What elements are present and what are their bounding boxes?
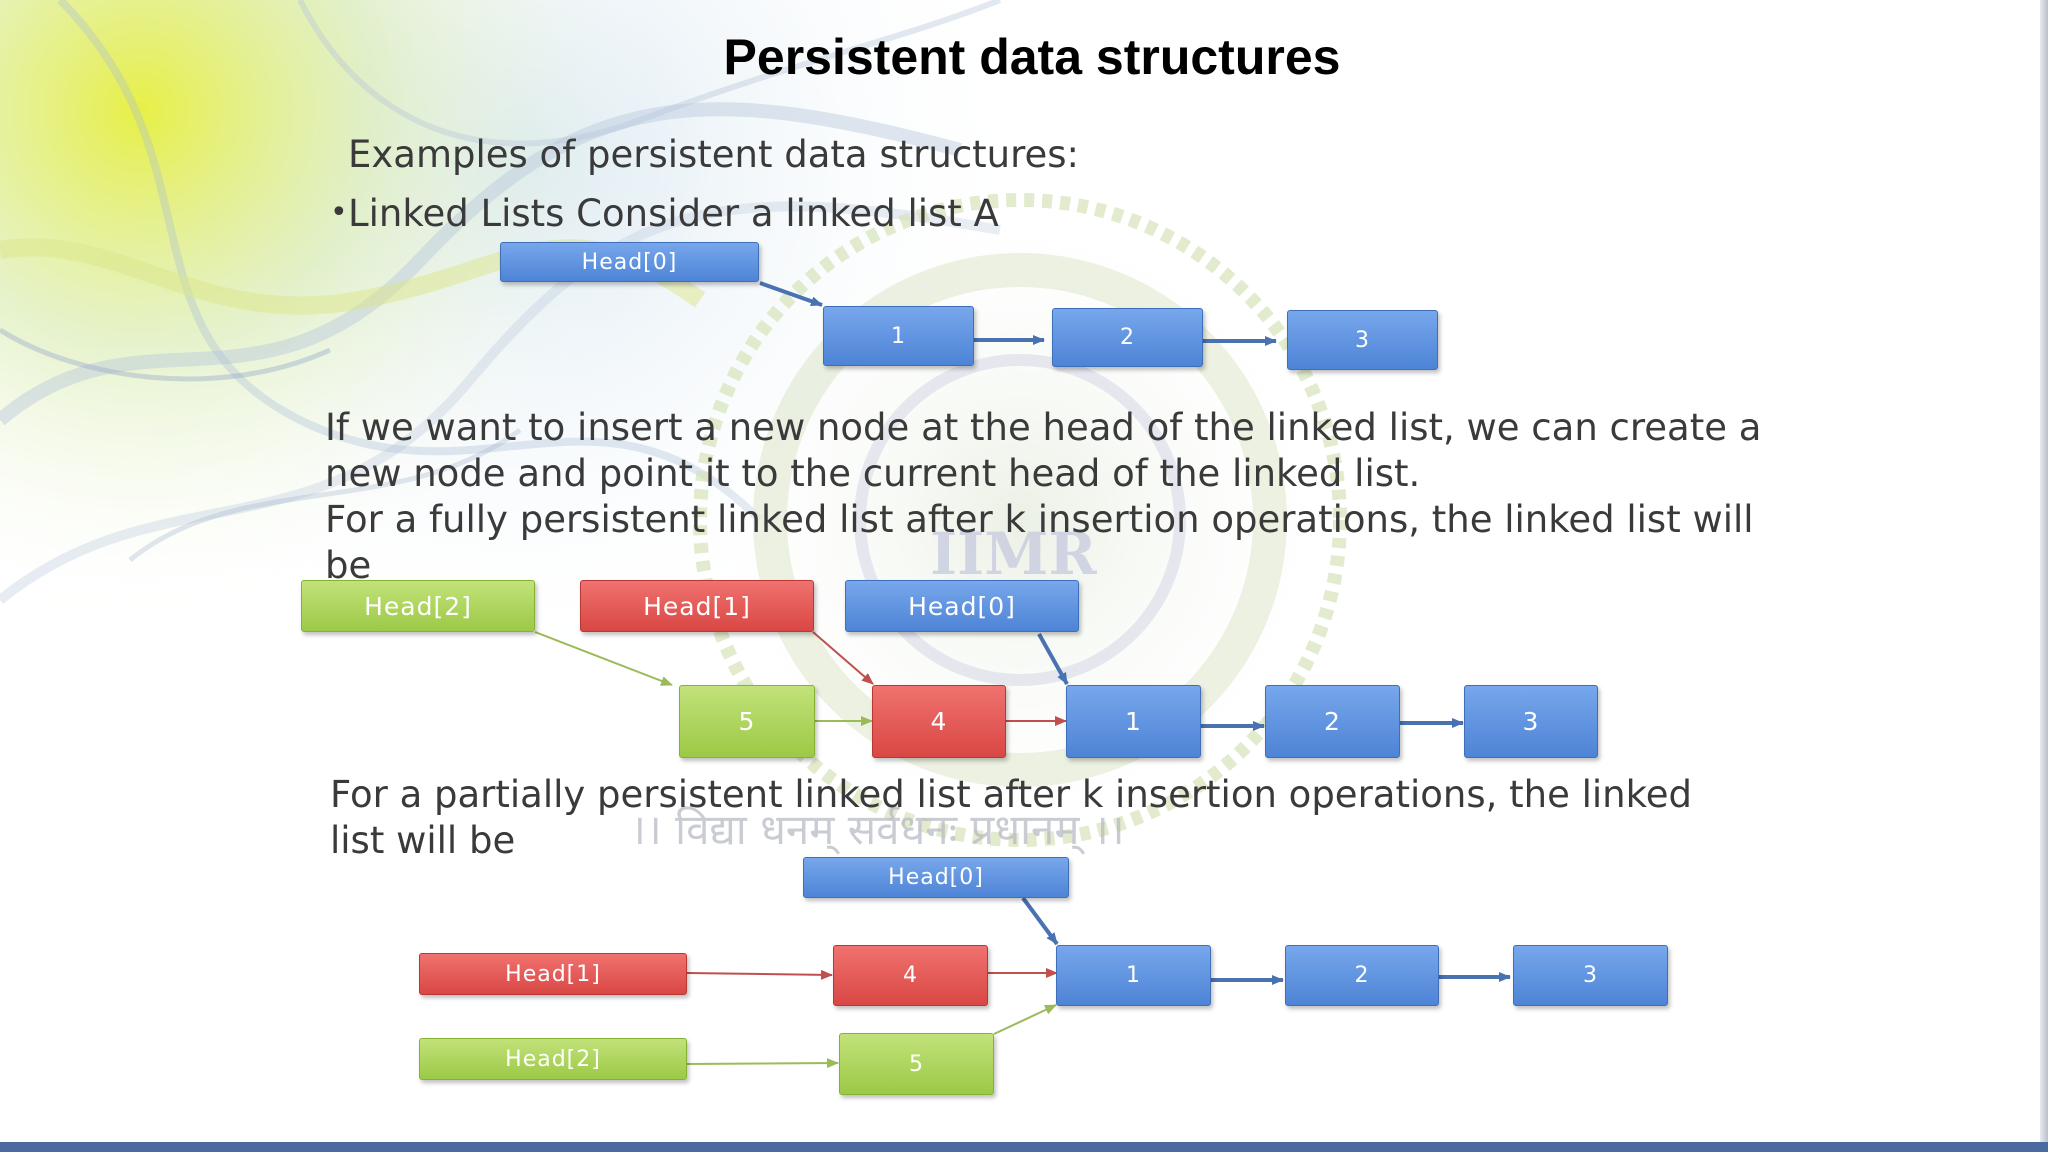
list-node-3: 3 (1287, 310, 1438, 370)
head0-pointer-box: Head[0] (500, 242, 759, 282)
list-node-5: 5 (839, 1033, 994, 1095)
bullet-text: Linked Lists Consider a linked list A (348, 192, 999, 235)
list-node-4: 4 (833, 945, 988, 1006)
list-node-5: 5 (679, 685, 815, 758)
list-node-1: 1 (823, 306, 974, 366)
head0-pointer-box: Head[0] (845, 580, 1079, 632)
seal-watermark-label: IIMR (930, 520, 1097, 588)
paragraph-full-line1: For a fully persistent linked list after… (325, 498, 1754, 541)
slide-bottom-bar (0, 1142, 2048, 1152)
list-node-2: 2 (1052, 308, 1203, 367)
slide-right-edge (2040, 0, 2048, 1152)
paragraph-partial-line1: For a partially persistent linked list a… (330, 773, 1692, 816)
list-node-4: 4 (872, 685, 1006, 758)
paragraph-full-line2: be (325, 544, 372, 587)
list-node-3: 3 (1513, 945, 1668, 1006)
list-node-1: 1 (1056, 945, 1211, 1006)
head2-pointer-box: Head[2] (419, 1038, 687, 1080)
paragraph-insert-line2: new node and point it to the current hea… (325, 452, 1421, 495)
list-node-2: 2 (1265, 685, 1400, 758)
list-node-1: 1 (1066, 685, 1201, 758)
list-node-2: 2 (1285, 945, 1439, 1006)
motto-watermark: ।। विद्या धनम् सर्वधनः प्रधानम् ।। (630, 805, 1125, 854)
head1-pointer-box: Head[1] (419, 953, 687, 995)
list-node-3: 3 (1464, 685, 1598, 758)
head0-pointer-box: Head[0] (803, 857, 1069, 898)
bullet-dot: • (330, 195, 348, 230)
head1-pointer-box: Head[1] (580, 580, 814, 632)
intro-text: Examples of persistent data structures: (348, 133, 1080, 176)
paragraph-partial-line2: list will be (330, 819, 516, 862)
head2-pointer-box: Head[2] (301, 580, 535, 632)
paragraph-insert-line1: If we want to insert a new node at the h… (325, 406, 1762, 449)
slide-title: Persistent data structures (723, 29, 1341, 85)
